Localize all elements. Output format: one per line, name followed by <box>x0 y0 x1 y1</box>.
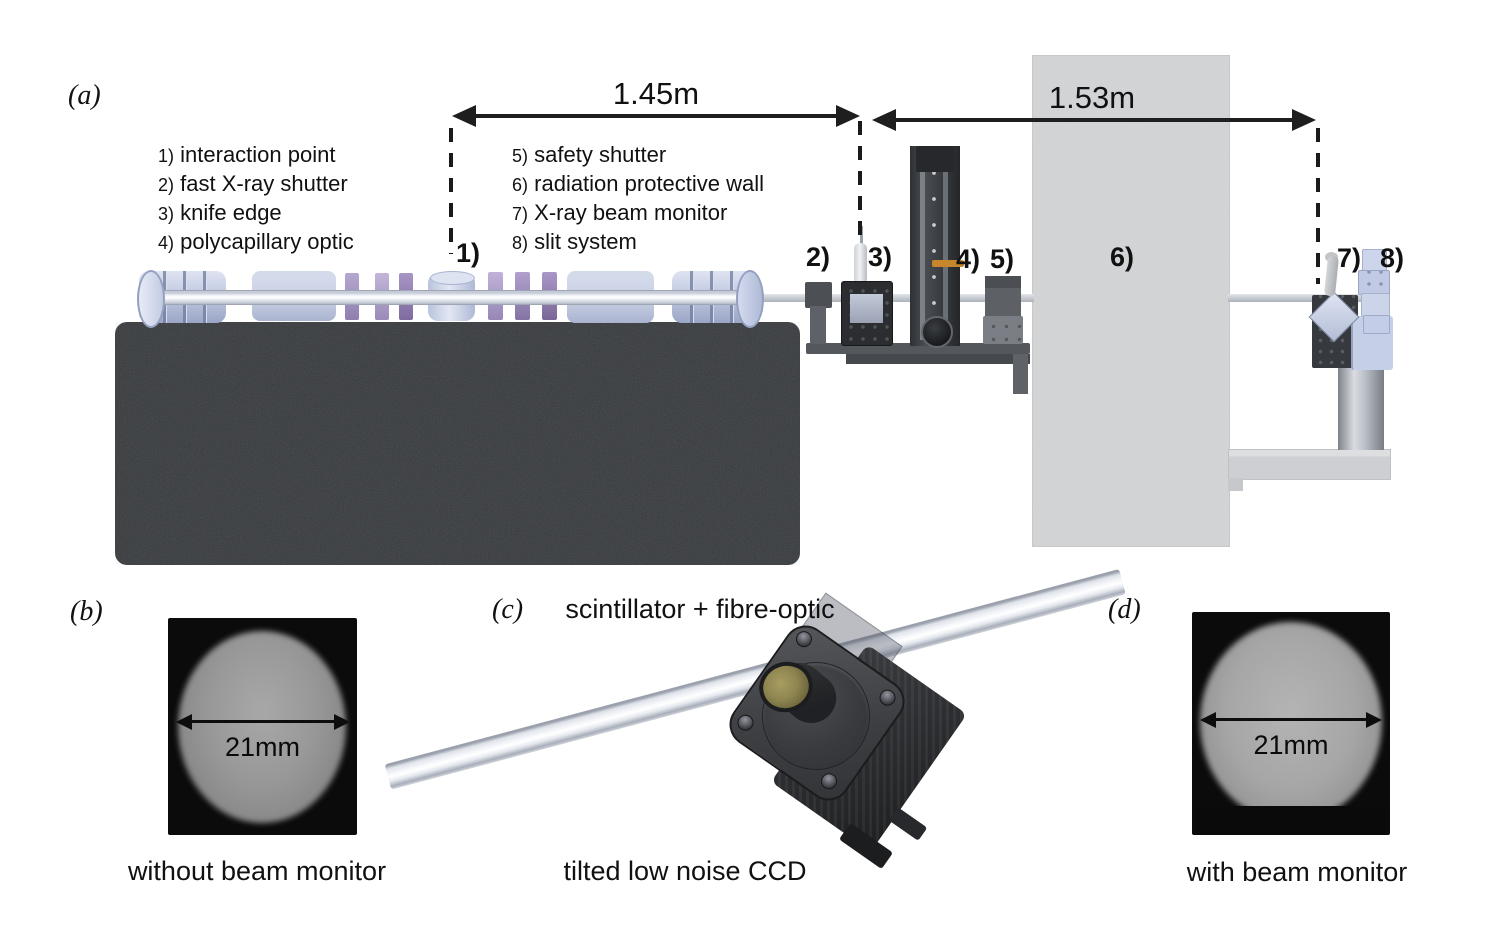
marker-1: 1) <box>456 238 481 268</box>
with-monitor-caption: with beam monitor <box>1186 857 1408 887</box>
beam-image-without-monitor: 21mm <box>168 618 357 835</box>
legend-item-8: 8) slit system <box>512 229 637 254</box>
monitor-shelf <box>1228 449 1391 480</box>
marker-7: 7) <box>1337 243 1362 273</box>
arrowhead-left-1 <box>452 105 476 127</box>
camera-screw <box>876 686 899 709</box>
knife-edge-plate <box>850 294 883 323</box>
marker-2: 2) <box>806 242 831 272</box>
arrowhead-right-2 <box>1292 109 1316 131</box>
knife-edge-stage <box>841 281 893 346</box>
dashed-line-monitor <box>1316 128 1320 284</box>
marker-8: 8) <box>1380 243 1405 273</box>
fast-xray-shutter-pedestal <box>810 306 826 344</box>
beam-diameter-line <box>1214 718 1368 721</box>
beam-pipe <box>152 290 752 305</box>
dashed-line-interaction-point <box>449 128 453 254</box>
beam-arrowhead-left <box>176 714 192 730</box>
legend-item-7: 7) X-ray beam monitor <box>512 200 728 225</box>
legend-item-6: 6) radiation protective wall <box>512 171 765 196</box>
monitor-pillar <box>1338 368 1384 450</box>
dimension-line-2 <box>894 118 1294 122</box>
beam-rod-middle <box>756 294 1034 302</box>
tower-knob <box>921 316 953 348</box>
legend-item-4: 4) polycapillary optic <box>158 229 354 254</box>
slit-block-2 <box>1358 270 1390 295</box>
legend-item-1: 1) interaction point <box>158 142 336 167</box>
dimension-label-153: 1.53m <box>1048 80 1136 115</box>
dashed-line-knife-edge <box>858 121 862 239</box>
beam-diameter-line <box>190 720 336 723</box>
legend-item-2: 2) fast X-ray shutter <box>158 171 348 196</box>
tower-orange-arm <box>932 260 964 267</box>
slit-block-4 <box>1363 315 1390 334</box>
safety-shutter <box>985 276 1021 318</box>
safety-shutter-base <box>983 316 1023 344</box>
camera-foot-2 <box>888 807 928 841</box>
legend-item-5: 5) safety shutter <box>512 142 667 167</box>
scintillator-title: scintillator + fibre-optic <box>565 594 835 624</box>
panel-a-label: (a) <box>68 80 101 111</box>
beam-diameter-label: 21mm <box>224 732 300 762</box>
camera-screw <box>817 770 841 793</box>
beam-rod-right <box>1228 294 1388 302</box>
panel-c-label: (c) <box>492 594 524 625</box>
tower-top-block <box>916 146 954 172</box>
beam-image-with-monitor: 21mm <box>1192 612 1390 835</box>
monitor-shelf-step <box>1228 478 1243 491</box>
dimension-line-1 <box>474 114 836 118</box>
arrowhead-right-1 <box>836 105 860 127</box>
beam-spot-bright <box>1200 622 1382 822</box>
support-platform-lower <box>846 354 1030 364</box>
support-platform-leg <box>1013 354 1028 394</box>
tower-holes <box>930 160 938 330</box>
coil-left-cap <box>137 270 165 328</box>
beam-arrowhead-right <box>334 714 350 730</box>
marker-6: 6) <box>1110 242 1135 272</box>
marker-3: 3) <box>868 242 893 272</box>
beam-spot <box>178 631 346 823</box>
legend-left: 1) interaction point 2) fast X-ray shutt… <box>158 141 354 257</box>
optical-table <box>115 322 800 565</box>
coil-right-cap <box>736 270 764 328</box>
chamber-top-cap <box>430 271 475 285</box>
legend-right: 5) safety shutter 6) radiation protectiv… <box>512 141 764 257</box>
panel-b-label: (b) <box>70 596 103 627</box>
fast-xray-shutter <box>805 282 832 308</box>
marker-5: 5) <box>990 244 1015 274</box>
tower-rail-right <box>943 154 948 340</box>
slit-block-3 <box>1361 293 1390 317</box>
dimension-label-145: 1.45m <box>612 76 700 111</box>
polycapillary-tower <box>910 146 960 346</box>
ccd-camera <box>720 592 968 878</box>
without-monitor-caption: without beam monitor <box>127 856 387 886</box>
radiation-protective-wall <box>1032 55 1230 547</box>
camera-screw <box>734 711 757 734</box>
beam-arrowhead-right <box>1366 712 1382 728</box>
camera-screw <box>792 628 816 651</box>
legend-item-3: 3) knife edge <box>158 200 282 225</box>
support-platform <box>806 343 1030 354</box>
beam-diameter-label: 21mm <box>1253 730 1329 760</box>
knife-edge-handle <box>854 243 867 285</box>
panel-d-label: (d) <box>1108 594 1141 625</box>
arrowhead-left-2 <box>872 109 896 131</box>
marker-4: 4) <box>956 244 981 274</box>
ccd-caption: tilted low noise CCD <box>563 856 807 886</box>
beam-arrowhead-left <box>1200 712 1216 728</box>
beam-spot-flat-cut <box>1196 806 1386 834</box>
tower-rail-left <box>920 154 925 340</box>
